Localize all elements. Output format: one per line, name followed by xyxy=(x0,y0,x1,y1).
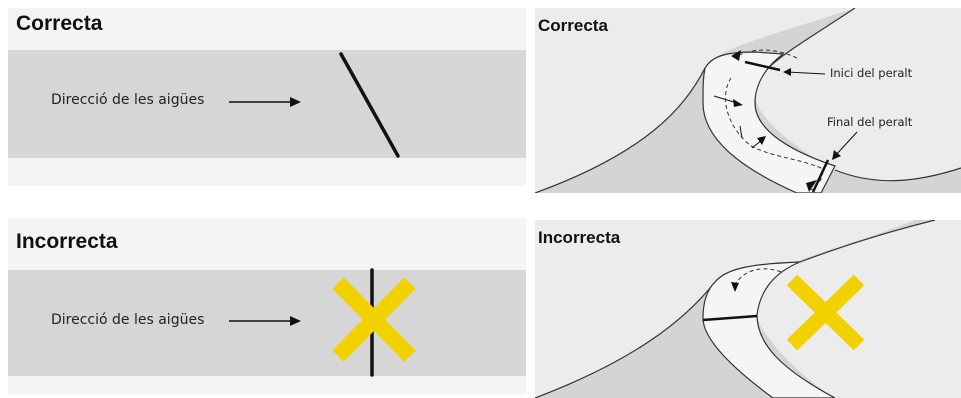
flow-arrow xyxy=(739,125,743,139)
drain-line-diagonal xyxy=(339,52,400,158)
water-direction-label: Direcció de les aigües xyxy=(51,312,205,328)
drain-line-start xyxy=(744,60,781,72)
right-arrow-icon xyxy=(229,316,301,326)
right-arrow-icon xyxy=(229,97,301,107)
panel-incorrect-straight: Incorrecta Direcció de les aigües xyxy=(8,218,526,394)
terrain-edge xyxy=(535,67,706,193)
terrain-edge xyxy=(834,167,961,182)
light-area xyxy=(535,220,915,398)
drain-line-perpendicular xyxy=(702,314,758,322)
annotation-leader xyxy=(786,71,826,75)
diagram-drawing: Inici del peralt Final del peralt xyxy=(535,8,961,193)
panel-title: Incorrecta xyxy=(538,228,621,247)
diagram-drawing xyxy=(229,52,400,158)
arrow-head xyxy=(783,68,791,76)
light-area xyxy=(535,8,855,193)
arrow-head xyxy=(731,282,739,292)
flow-arrow xyxy=(713,95,738,104)
panel-title: Correcta xyxy=(538,16,608,35)
arrow-head xyxy=(832,150,841,160)
panel-title: Correcta xyxy=(16,12,103,35)
annotation-leader xyxy=(834,131,858,157)
panel-incorrect-curve: Incorrecta xyxy=(535,220,961,398)
water-flow-path xyxy=(734,268,782,287)
arrow-head xyxy=(733,99,743,107)
terrain-edge xyxy=(799,220,936,263)
drain-line-end xyxy=(811,159,830,193)
x-mark-icon xyxy=(786,274,865,351)
water-direction-label: Direcció de les aigües xyxy=(51,92,205,108)
terrain-edge xyxy=(535,281,716,398)
annotation-start: Inici del peralt xyxy=(830,66,913,80)
panel-title: Incorrecta xyxy=(16,230,118,253)
x-mark-icon xyxy=(332,277,416,362)
light-area xyxy=(755,8,961,181)
panel-correct-straight: Correcta Direcció de les aigües xyxy=(8,8,526,186)
arrow-head xyxy=(806,180,817,192)
road-band xyxy=(8,50,526,158)
annotation-end: Final del peralt xyxy=(827,115,913,129)
curved-road xyxy=(702,261,836,398)
curved-road xyxy=(702,51,836,193)
diagram-drawing xyxy=(229,268,416,377)
panel-correct-curve: Inici del peralt Final del peralt Correc… xyxy=(535,8,961,193)
light-area xyxy=(756,220,961,398)
arrow-head xyxy=(757,136,766,145)
diagram-drawing xyxy=(535,220,961,398)
road-band xyxy=(8,270,526,376)
arrow-head xyxy=(731,50,741,61)
